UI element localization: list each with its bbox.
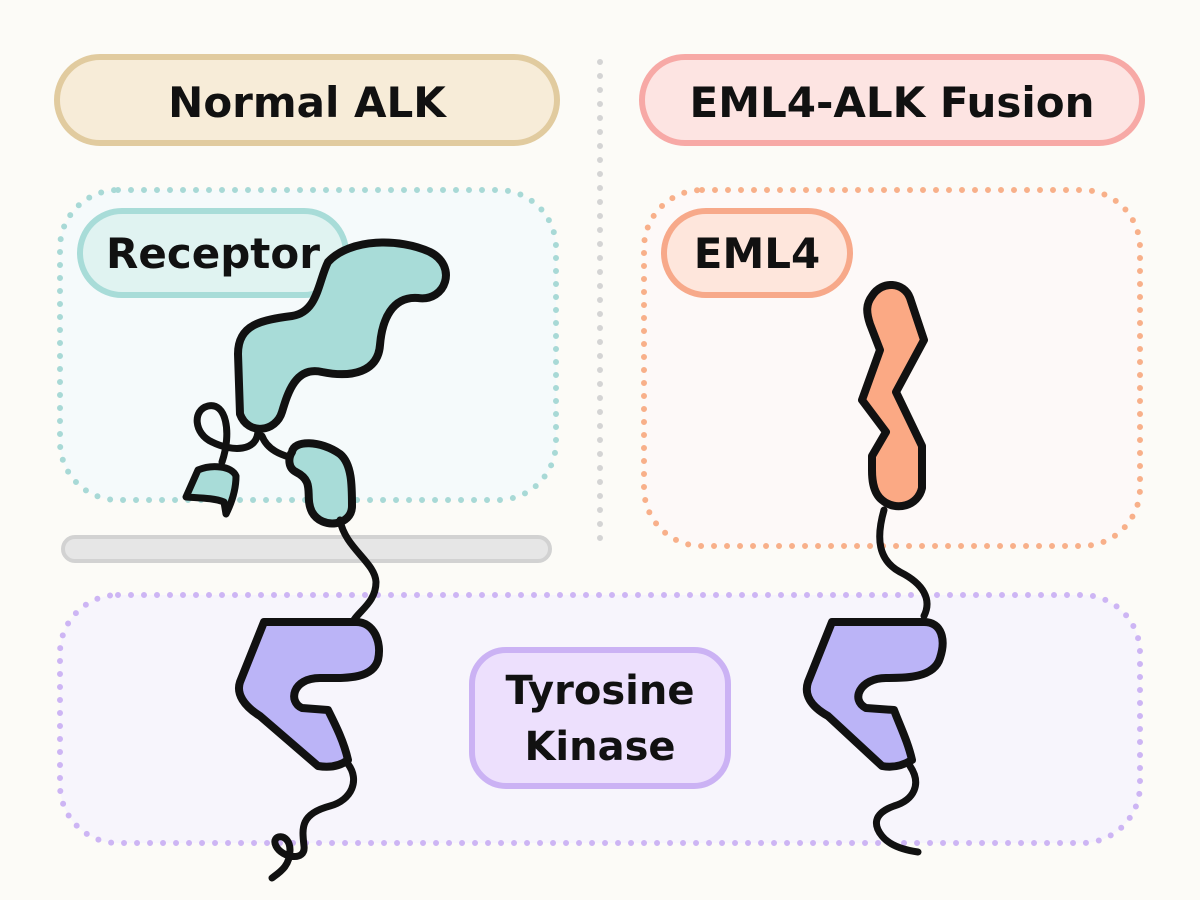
juxtamembrane-domain-icon — [285, 439, 356, 528]
fusion-kinase-icon — [802, 618, 947, 771]
normal-alk-title-pill: Normal ALK — [54, 54, 560, 146]
eml4-label: EML4 — [694, 229, 820, 278]
kinase-label-pill: Tyrosine Kinase — [469, 647, 731, 789]
receptor-label: Receptor — [106, 229, 320, 278]
kinase-label-line1: Tyrosine — [506, 668, 695, 714]
receptor-flag-icon — [182, 463, 240, 518]
fusion-linker-icon — [876, 506, 931, 620]
receptor-label-pill: Receptor — [77, 208, 349, 298]
normal-tail-icon — [268, 760, 358, 882]
receptor-domain-icon — [234, 238, 450, 433]
transmembrane-linker-icon — [336, 516, 380, 628]
eml4-label-pill: EML4 — [661, 208, 853, 298]
fusion-tail-icon — [872, 762, 922, 856]
eml4-zigzag-icon — [858, 281, 928, 511]
normal-alk-title: Normal ALK — [168, 78, 447, 127]
normal-kinase-icon — [235, 618, 383, 771]
receptor-loop-icon — [193, 402, 262, 466]
fusion-title-pill: EML4-ALK Fusion — [639, 54, 1145, 146]
kinase-label-line2: Kinase — [524, 724, 675, 770]
cell-membrane — [61, 535, 552, 563]
fusion-title: EML4-ALK Fusion — [690, 78, 1095, 127]
